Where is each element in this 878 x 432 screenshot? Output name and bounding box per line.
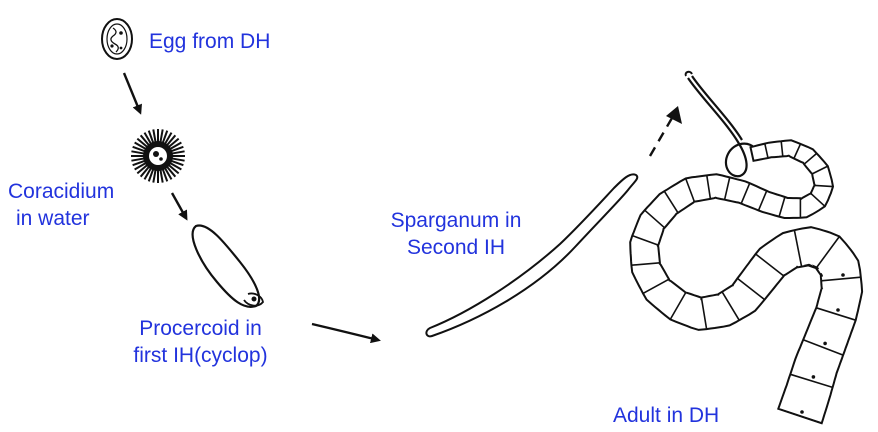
arrow-procercoid-to-sparganum bbox=[312, 324, 378, 340]
label-sparganum-line1: Sparganum in bbox=[375, 207, 537, 234]
label-sparganum-line2: Second IH bbox=[375, 234, 537, 261]
label-coracidium-line1: Coracidium bbox=[8, 178, 114, 205]
label-coracidium-line2: in water bbox=[8, 205, 114, 232]
label-adult-in-dh: Adult in DH bbox=[613, 402, 719, 429]
label-sparganum-second-ih: Sparganum in Second IH bbox=[375, 207, 537, 261]
arrow-coracidium-to-procercoid bbox=[172, 193, 186, 218]
coracidium-illustration bbox=[131, 129, 185, 183]
adult-tapeworm-illustration bbox=[630, 72, 862, 423]
label-procercoid-first-ih: Procercoid in first IH(cyclop) bbox=[118, 315, 283, 369]
egg-illustration bbox=[102, 19, 132, 59]
procercoid-illustration bbox=[193, 225, 263, 306]
label-egg-from-dh: Egg from DH bbox=[149, 28, 270, 55]
label-procercoid-line2: first IH(cyclop) bbox=[118, 342, 283, 369]
arrow-egg-to-coracidium bbox=[124, 73, 140, 112]
label-coracidium-in-water: Coracidium in water bbox=[8, 178, 114, 232]
label-procercoid-line1: Procercoid in bbox=[118, 315, 283, 342]
arrow-sparganum-to-adult-head bbox=[666, 106, 682, 124]
arrow-sparganum-to-adult bbox=[650, 118, 672, 156]
